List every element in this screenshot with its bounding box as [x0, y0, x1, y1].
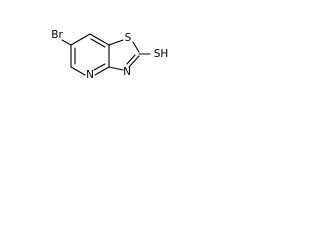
bond-n3-c3a: [108, 66, 124, 71]
atom-label-s-ring: S: [125, 32, 132, 44]
bond-c7-c7a: [89, 33, 110, 46]
structure-diagram: Br S SH N N: [51, 29, 169, 81]
bond-c6-c7: [70, 33, 91, 46]
bond-c2-n3: [128, 55, 140, 68]
atom-label-n-thiazole: N: [123, 66, 131, 78]
bond-c7a-s1: [108, 39, 124, 46]
atom-label-sh: SH: [154, 48, 169, 60]
atom-label-br: Br: [51, 29, 63, 41]
bond-c2-n3-double: [126, 54, 136, 65]
bond-c7-c7a-inner: [90, 38, 106, 48]
bond-c6-br: [61, 39, 72, 46]
bond-n4-c5: [70, 66, 86, 76]
bond-c3a-n4: [94, 66, 110, 76]
atom-label-n-pyridine: N: [86, 69, 94, 81]
bond-c3a-n4-inner: [93, 63, 106, 71]
bond-s1-c2: [132, 41, 140, 53]
